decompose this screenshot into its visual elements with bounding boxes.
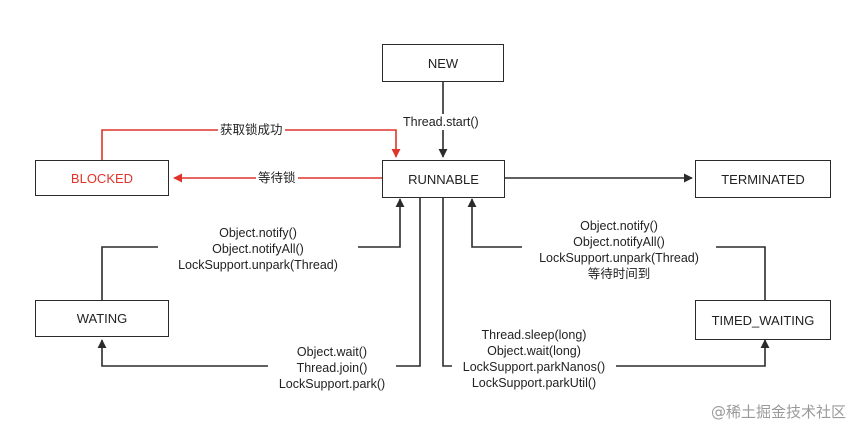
label-line: LockSupport.parkNanos(): [462, 360, 606, 374]
label-timed-waiting-to-runnable: Object.notify() Object.notifyAll() LockS…: [522, 218, 716, 282]
label-line: Object.wait(): [296, 345, 368, 359]
label-line: Thread.join(): [296, 361, 368, 375]
state-blocked: BLOCKED: [35, 160, 169, 196]
label-line: Thread.sleep(long): [481, 328, 587, 342]
label-line: Object.notify(): [580, 219, 658, 233]
label-line: LockSupport.unpark(Thread): [539, 251, 699, 265]
label-line: Object.wait(long): [487, 344, 581, 358]
label-line: Object.notify(): [219, 226, 297, 240]
state-terminated: TERMINATED: [695, 160, 831, 198]
label-runnable-to-timed-waiting: Thread.sleep(long) Object.wait(long) Loc…: [452, 327, 616, 391]
label-wait-for-lock: 等待锁: [256, 170, 298, 186]
state-waiting: WATING: [35, 300, 169, 337]
label-line: Object.notifyAll(): [212, 242, 304, 256]
label-thread-start: Thread.start(): [402, 114, 480, 130]
label-line: LockSupport.park(): [278, 377, 386, 391]
arrow-runnable-to-waiting: [97, 198, 421, 367]
label-line: 等待时间到: [587, 267, 651, 281]
label-runnable-to-waiting: Object.wait() Thread.join() LockSupport.…: [268, 344, 396, 392]
watermark: @稀土掘金技术社区: [710, 403, 846, 421]
state-runnable: RUNNABLE: [382, 160, 505, 198]
state-timed-waiting: TIMED_WAITING: [695, 300, 831, 340]
label-line: LockSupport.unpark(Thread): [178, 258, 338, 272]
label-line: LockSupport.parkUtil(): [471, 376, 597, 390]
label-waiting-to-runnable: Object.notify() Object.notifyAll() LockS…: [158, 225, 358, 273]
state-new: NEW: [382, 44, 504, 82]
label-line: Object.notifyAll(): [573, 235, 665, 249]
label-lock-acquired: 获取锁成功: [218, 122, 285, 138]
